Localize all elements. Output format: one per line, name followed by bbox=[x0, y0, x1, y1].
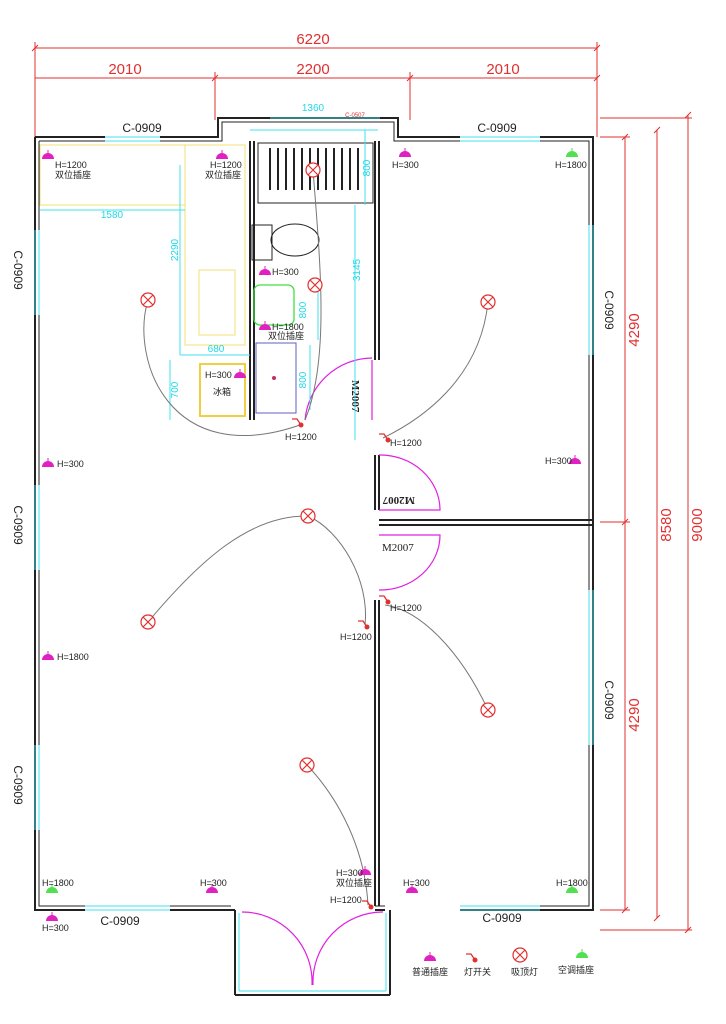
socket-label: 双位插座 bbox=[268, 330, 304, 341]
light-switch-icon bbox=[357, 620, 371, 631]
window-bottom-left: C-0909 bbox=[100, 914, 140, 928]
socket-label: H=300 bbox=[392, 160, 419, 170]
ac-socket-icon bbox=[565, 147, 579, 158]
socket-label: H=1200 bbox=[330, 895, 362, 905]
socket-label: H=1800 bbox=[556, 878, 588, 888]
socket-label: 双位插座 bbox=[205, 169, 241, 180]
dim-room-upper: 4290 bbox=[626, 313, 643, 346]
dim-left: 2010 bbox=[108, 61, 141, 78]
window-left-1: C-0909 bbox=[11, 250, 25, 290]
ceiling-light-icon bbox=[307, 277, 323, 293]
window-left-2: C-0909 bbox=[11, 505, 25, 545]
window-left-3: C-0909 bbox=[11, 765, 25, 805]
socket-label: H=300 bbox=[42, 923, 69, 933]
socket-label: H=300 bbox=[205, 370, 232, 380]
socket-icon bbox=[258, 265, 272, 276]
legend-ac-label: 空调插座 bbox=[558, 964, 594, 975]
dimension-lines bbox=[31, 42, 692, 934]
windows bbox=[34, 117, 594, 911]
dim-inner-total: 8580 bbox=[658, 508, 675, 541]
walls bbox=[34, 117, 594, 996]
dim-kitchen-width: 1580 bbox=[101, 210, 124, 221]
dim-kitchen-depth: 2290 bbox=[170, 238, 181, 261]
socket-label: H=300 bbox=[272, 267, 299, 277]
dim-total-width: 6220 bbox=[296, 31, 329, 48]
bathroom-fixtures bbox=[39, 129, 378, 440]
dim-fridge-width: 680 bbox=[208, 344, 225, 355]
ceiling-light-icon bbox=[305, 162, 321, 178]
ceiling-light-icon bbox=[299, 757, 315, 773]
light-switch-icon bbox=[378, 595, 392, 606]
dim-bath-depth: 3145 bbox=[352, 258, 363, 281]
window-top-right: C-0909 bbox=[477, 121, 517, 135]
socket-label: 双位插座 bbox=[55, 169, 91, 180]
ceiling-light-icon bbox=[140, 614, 156, 630]
window-top-left: C-0909 bbox=[122, 121, 162, 135]
wiring bbox=[143, 169, 489, 906]
window-right-2: C-0909 bbox=[602, 680, 616, 720]
dim-middle: 2200 bbox=[296, 61, 329, 78]
socket-label: H=300 bbox=[336, 868, 363, 878]
ceiling-light-icon bbox=[140, 292, 156, 308]
socket-icon bbox=[41, 149, 55, 160]
ceiling-light-icon bbox=[480, 702, 496, 718]
socket-icon bbox=[41, 650, 55, 661]
socket-label: 双位插座 bbox=[336, 877, 372, 888]
socket-label: H=1800 bbox=[555, 160, 587, 170]
bath-window-label: C-0507 bbox=[345, 113, 365, 119]
socket-label: H=1200 bbox=[210, 160, 242, 170]
socket-icon bbox=[398, 147, 412, 158]
light-switch-icon bbox=[465, 953, 479, 964]
socket-icon bbox=[41, 457, 55, 468]
socket-label: H=300 bbox=[545, 456, 572, 466]
window-right-1: C-0909 bbox=[602, 290, 616, 330]
ceiling-light-icon bbox=[300, 508, 316, 524]
light-switch-icon bbox=[361, 900, 375, 911]
dim-fridge-depth: 700 bbox=[170, 381, 181, 398]
socket-label: H=1200 bbox=[390, 438, 422, 448]
socket-label: H=300 bbox=[403, 878, 430, 888]
dim-bath-width: 1360 bbox=[302, 103, 325, 114]
dim-sink: 800 bbox=[298, 371, 309, 388]
socket-icon bbox=[423, 951, 437, 962]
socket-label: H=1800 bbox=[57, 652, 89, 662]
socket-label: H=1200 bbox=[340, 632, 372, 642]
socket-label: H=300 bbox=[200, 878, 227, 888]
socket-label: 冰箱 bbox=[213, 386, 231, 397]
socket-label: H=1200 bbox=[390, 603, 422, 613]
dim-outer-total: 9000 bbox=[689, 508, 706, 541]
doors[interactable] bbox=[241, 357, 441, 986]
socket-label: H=1800 bbox=[272, 322, 304, 332]
socket-icon bbox=[215, 149, 229, 160]
sockets bbox=[41, 147, 582, 922]
dim-washer: 800 bbox=[298, 301, 309, 318]
ceiling-light-icon bbox=[512, 947, 528, 963]
ac-socket-icon bbox=[575, 948, 589, 959]
window-bottom-right: C-0909 bbox=[482, 911, 522, 925]
door-bedroom2-label: M2007 bbox=[382, 542, 414, 554]
socket-label: H=1800 bbox=[42, 878, 74, 888]
socket-label: H=1200 bbox=[55, 160, 87, 170]
legend: 普通插座 灯开关 吸顶灯 空调插座 bbox=[412, 947, 594, 977]
legend-light-label: 吸顶灯 bbox=[511, 967, 538, 977]
ceiling-lights bbox=[140, 162, 496, 773]
legend-socket-label: 普通插座 bbox=[412, 966, 448, 977]
ceiling-light-icon bbox=[480, 294, 496, 310]
socket-label: H=1200 bbox=[285, 432, 317, 442]
door-bedroom1-label: M2007 bbox=[382, 494, 415, 506]
dim-shower: 800 bbox=[362, 159, 373, 176]
legend-switch-label: 灯开关 bbox=[464, 966, 491, 977]
socket-icon bbox=[45, 911, 59, 922]
socket-label: H=300 bbox=[57, 459, 84, 469]
dim-room-lower: 4290 bbox=[626, 698, 643, 731]
dim-right: 2010 bbox=[486, 61, 519, 78]
